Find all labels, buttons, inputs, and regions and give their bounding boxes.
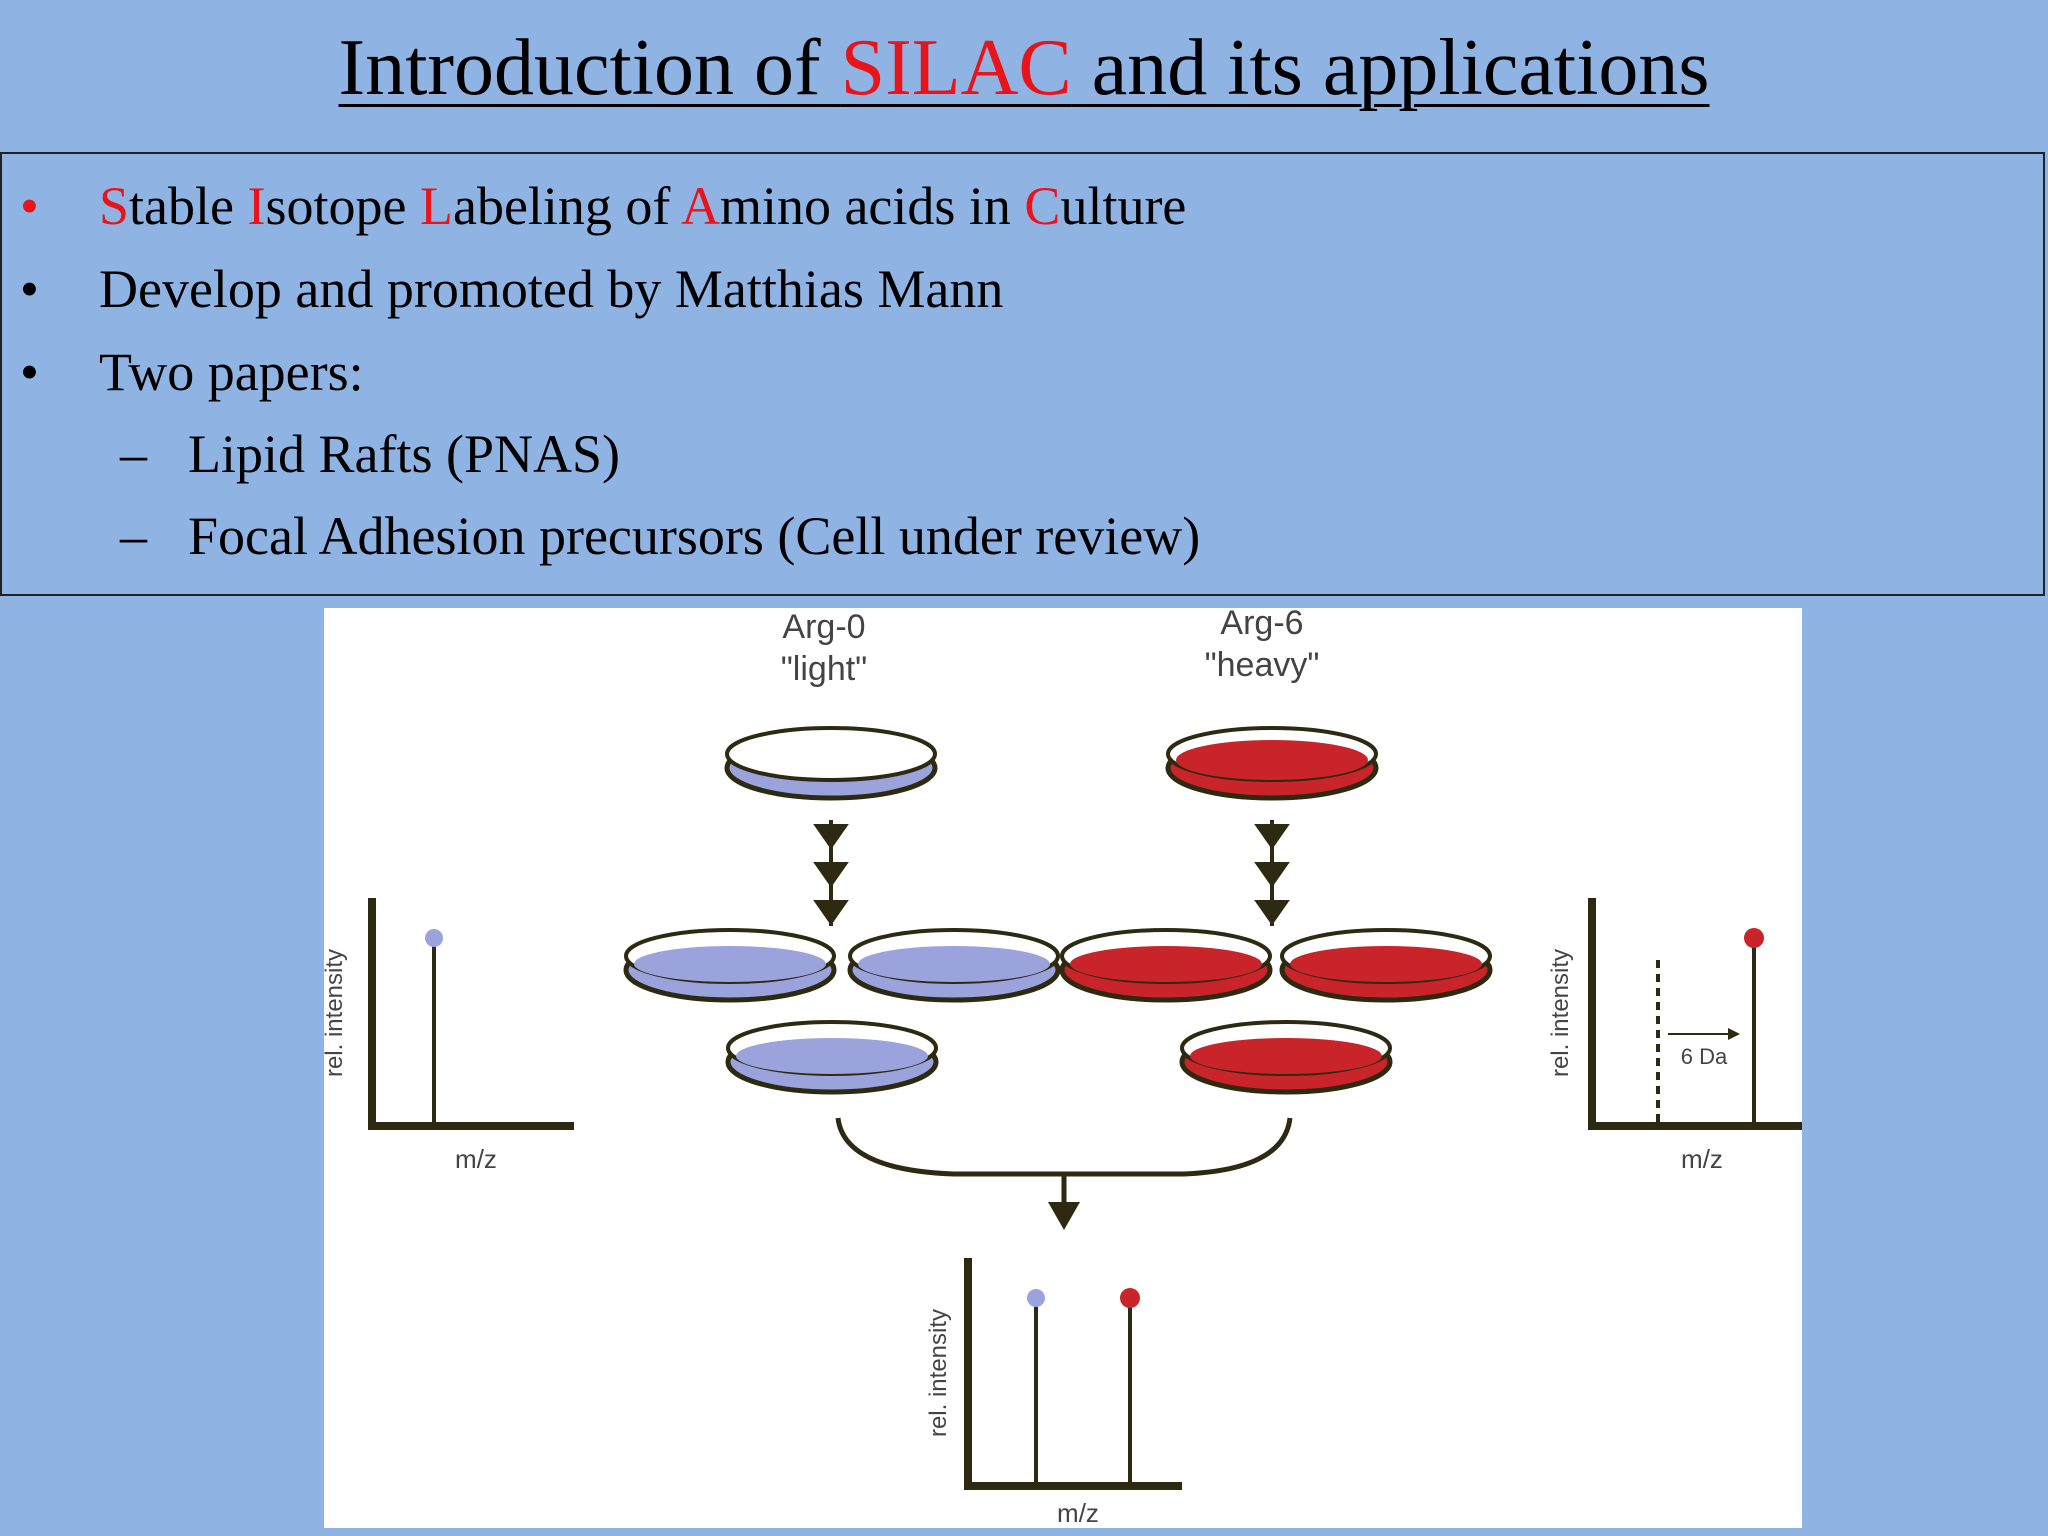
combined-ylabel: rel. intensity [925, 1309, 952, 1437]
heavy-dish-top [1165, 726, 1379, 801]
bullet-item-papers: Two papers: [99, 342, 364, 402]
acronym-letter: L [419, 176, 453, 236]
bullet-marker: • [20, 176, 39, 236]
acronym-letter: C [1024, 176, 1061, 236]
dash-marker: – [120, 506, 147, 566]
bullet-item-silac-acronym: Stable Isotope Labeling of Amino acids i… [99, 174, 1186, 238]
light-arrows [813, 820, 849, 926]
acronym-text: mino acids in [719, 176, 1025, 236]
light-ylabel: rel. intensity [324, 949, 348, 1077]
heavy-spectrum-plot: 6 Da rel. intensity m/z [1547, 898, 1802, 1174]
bullet-marker: • [20, 259, 39, 319]
bullet-marker: • [20, 342, 39, 402]
title-prefix: Introduction of [338, 24, 841, 112]
title-highlight: SILAC [840, 24, 1072, 112]
combine-bracket [835, 1117, 1293, 1177]
heavy-dish-mid-right [1279, 928, 1493, 1003]
heavy-dish-bottom [1179, 1020, 1393, 1095]
light-label-2: "light" [781, 650, 868, 688]
combine-arrow [1048, 1174, 1080, 1230]
sub-item-lipid-rafts: Lipid Rafts (PNAS) [188, 424, 620, 484]
silac-diagram: Arg-0 "light" Arg-6 "heavy" [324, 608, 1802, 1528]
combined-spectrum-plot: rel. intensity m/z [925, 1258, 1182, 1528]
heavy-label-1: Arg-6 [1220, 608, 1303, 642]
combined-heavy-dot [1120, 1288, 1140, 1308]
light-label-1: Arg-0 [782, 608, 865, 646]
acronym-text: ulture [1060, 176, 1187, 236]
heavy-dish-mid-left [1059, 928, 1273, 1003]
heavy-xlabel: m/z [1681, 1144, 1723, 1174]
light-dish-top [724, 726, 938, 801]
acronym-letter: I [247, 176, 266, 236]
combined-light-dot [1027, 1289, 1045, 1307]
light-peak-dot [425, 929, 443, 947]
sub-item-focal-adhesion: Focal Adhesion precursors (Cell under re… [188, 506, 1201, 566]
acronym-letter: S [99, 176, 130, 236]
combined-xlabel: m/z [1057, 1498, 1099, 1528]
acronym-text: table [129, 176, 248, 236]
light-dish-mid-right [847, 928, 1061, 1003]
heavy-peak-dot [1744, 928, 1764, 948]
bullet-item-developer: Develop and promoted by Matthias Mann [99, 259, 1004, 319]
acronym-text: sotope [265, 176, 420, 236]
title-suffix: and its applications [1071, 24, 1710, 112]
mass-shift-label: 6 Da [1681, 1044, 1728, 1069]
light-dish-bottom [725, 1020, 939, 1095]
heavy-label-2: "heavy" [1205, 646, 1320, 684]
acronym-letter: A [680, 176, 720, 236]
dash-marker: – [120, 424, 147, 484]
bullet-box: • Stable Isotope Labeling of Amino acids… [0, 152, 2045, 596]
slide-title: Introduction of SILAC and its applicatio… [0, 18, 2048, 118]
acronym-text: abeling of [452, 176, 681, 236]
heavy-arrows [1254, 820, 1290, 926]
light-spectrum-plot: rel. intensity m/z [324, 898, 574, 1174]
light-xlabel: m/z [455, 1144, 497, 1174]
light-dish-mid-left [623, 928, 837, 1003]
heavy-ylabel: rel. intensity [1547, 949, 1574, 1077]
